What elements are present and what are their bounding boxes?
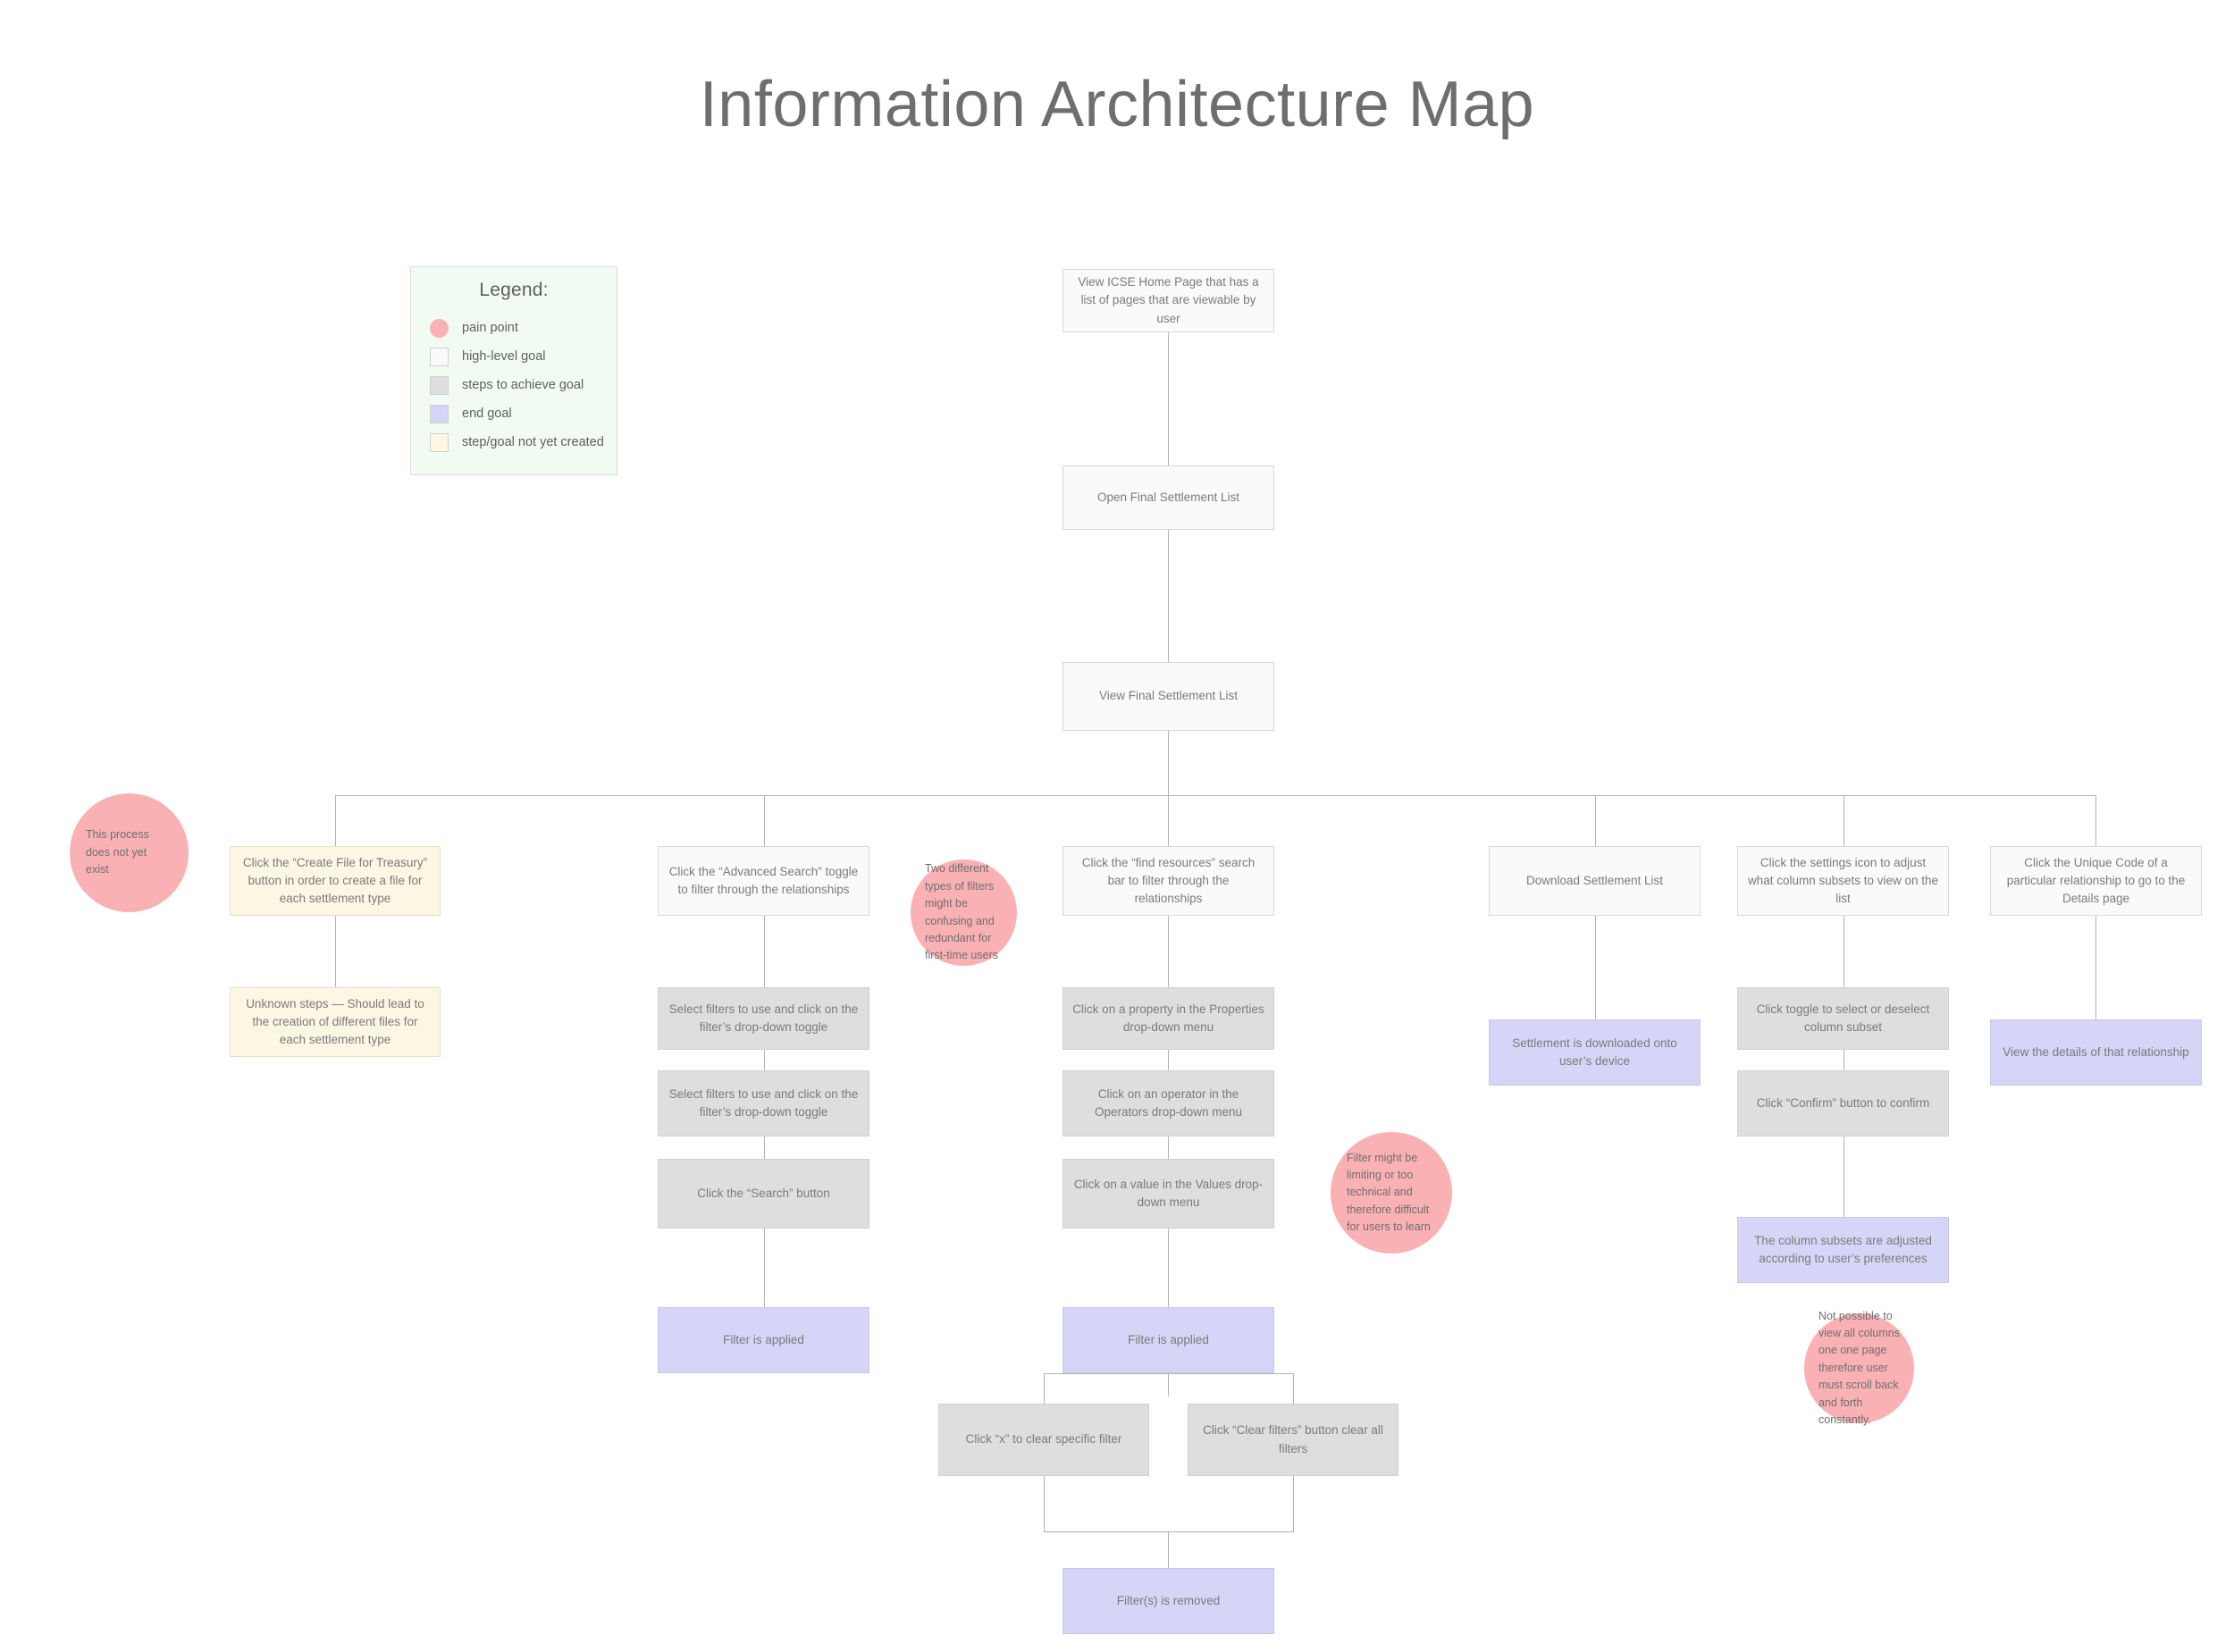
connector-adv-to-select1 bbox=[764, 916, 765, 987]
legend-item-high-level-goal: high-level goal bbox=[411, 342, 617, 371]
branch-drop-download bbox=[1595, 795, 1596, 846]
connector-confirm-to-adjusted bbox=[1843, 1136, 1844, 1217]
legend-item-steps: steps to achieve goal bbox=[411, 371, 617, 399]
node-toggle-column-subset[interactable]: Click toggle to select or deselect colum… bbox=[1737, 987, 1949, 1050]
pain-point-cannot-view-all-columns: Not possible to view all columns one one… bbox=[1804, 1310, 1914, 1426]
pain-point-filter-too-technical: Filter might be limiting or too technica… bbox=[1331, 1132, 1452, 1254]
pain-point-two-filter-types: Two different types of filters might be … bbox=[911, 860, 1017, 966]
legend-item-label: step/goal not yet created bbox=[462, 435, 604, 449]
node-select-filters-1[interactable]: Select filters to use and click on the f… bbox=[658, 987, 869, 1050]
branch-drop-create-file bbox=[335, 795, 336, 846]
branch-drop-find bbox=[1168, 795, 1169, 846]
node-clear-specific-filter[interactable]: Click “x” to clear specific filter bbox=[938, 1404, 1149, 1476]
connector-clear-merge bbox=[1044, 1531, 1294, 1532]
node-open-final-settlement-list[interactable]: Open Final Settlement List bbox=[1062, 465, 1274, 530]
node-create-file-for-treasury[interactable]: Click the “Create File for Treasury” but… bbox=[230, 846, 441, 916]
node-advanced-search-toggle[interactable]: Click the “Advanced Search” toggle to fi… bbox=[658, 846, 869, 916]
pain-point-text: Not possible to view all columns one one… bbox=[1818, 1309, 1901, 1426]
connector-create-to-unknown bbox=[335, 916, 336, 987]
legend-item-not-yet-created: step/goal not yet created bbox=[411, 428, 617, 457]
connector-clear-all-down bbox=[1293, 1476, 1294, 1531]
node-settlement-downloaded[interactable]: Settlement is downloaded onto user’s dev… bbox=[1489, 1019, 1701, 1086]
end-goal-swatch-icon bbox=[430, 404, 449, 423]
pain-point-text: This process does not yet exist bbox=[86, 828, 149, 876]
legend-heading: Legend: bbox=[479, 280, 549, 300]
legend-item-end-goal: end goal bbox=[411, 399, 617, 428]
connector-split-to-clear-all bbox=[1293, 1373, 1294, 1404]
node-find-resources-search-bar[interactable]: Click the “find resources” search bar to… bbox=[1062, 846, 1274, 916]
connector-open-to-view bbox=[1168, 530, 1169, 666]
node-filters-removed[interactable]: Filter(s) is removed bbox=[1062, 1568, 1274, 1634]
connector-view-to-bar bbox=[1168, 731, 1169, 795]
legend-item-label: end goal bbox=[462, 407, 512, 421]
node-find-filter-applied[interactable]: Filter is applied bbox=[1062, 1307, 1274, 1373]
connector-home-to-open bbox=[1168, 332, 1169, 465]
branch-drop-advanced bbox=[764, 795, 765, 846]
branch-drop-unique-code bbox=[2095, 795, 2096, 846]
connector-download-to-device bbox=[1595, 916, 1596, 1019]
connector-settings-to-toggle bbox=[1843, 916, 1844, 987]
node-confirm-button[interactable]: Click “Confirm” button to confirm bbox=[1737, 1070, 1949, 1136]
connector-select2-to-search bbox=[764, 1136, 765, 1159]
connector-value-to-applied bbox=[1168, 1229, 1169, 1307]
branch-drop-settings bbox=[1843, 795, 1844, 846]
pain-point-swatch-icon bbox=[430, 318, 449, 338]
pain-point-process-does-not-exist: This process does not yet exist bbox=[70, 793, 189, 912]
high-level-goal-swatch-icon bbox=[430, 347, 449, 366]
connector-clear-split bbox=[1044, 1373, 1293, 1374]
connector-property-to-operator bbox=[1168, 1050, 1169, 1070]
pain-point-text: Two different types of filters might be … bbox=[925, 862, 998, 962]
node-view-final-settlement-list[interactable]: View Final Settlement List bbox=[1062, 662, 1274, 731]
connector-select1-to-select2 bbox=[764, 1050, 765, 1070]
node-select-filters-2[interactable]: Select filters to use and click on the f… bbox=[658, 1070, 869, 1136]
legend-item-label: steps to achieve goal bbox=[462, 378, 584, 392]
connector-toggle-to-confirm bbox=[1843, 1050, 1844, 1070]
branch-distribution-bar bbox=[335, 795, 2096, 796]
node-clear-all-filters[interactable]: Click “Clear filters” button clear all f… bbox=[1188, 1404, 1398, 1476]
node-advanced-filter-applied[interactable]: Filter is applied bbox=[658, 1307, 869, 1373]
connector-search-to-applied bbox=[764, 1229, 765, 1307]
pain-point-text: Filter might be limiting or too technica… bbox=[1347, 1151, 1431, 1234]
connector-operator-to-value bbox=[1168, 1136, 1169, 1159]
legend-item-label: pain point bbox=[462, 321, 518, 335]
page-title: Information Architecture Map bbox=[699, 69, 1535, 140]
connector-applied-stem bbox=[1168, 1373, 1169, 1396]
connector-find-to-property bbox=[1168, 916, 1169, 987]
connector-clear-specific-down bbox=[1044, 1476, 1045, 1531]
steps-swatch-icon bbox=[430, 375, 449, 395]
node-view-relationship-details[interactable]: View the details of that relationship bbox=[1990, 1019, 2202, 1086]
node-unique-code-details[interactable]: Click the Unique Code of a particular re… bbox=[1990, 846, 2202, 916]
legend-item-label: high-level goal bbox=[462, 349, 546, 364]
not-yet-created-swatch-icon bbox=[430, 432, 449, 452]
node-column-subsets-adjusted[interactable]: The column subsets are adjusted accordin… bbox=[1737, 1217, 1949, 1283]
node-settings-icon-columns[interactable]: Click the settings icon to adjust what c… bbox=[1737, 846, 1949, 916]
node-values-dropdown[interactable]: Click on a value in the Values drop-down… bbox=[1062, 1159, 1274, 1229]
connector-unique-to-details bbox=[2095, 916, 2096, 1019]
legend: Legend: pain point high-level goal steps… bbox=[410, 266, 617, 475]
node-view-home-page[interactable]: View ICSE Home Page that has a list of p… bbox=[1062, 269, 1274, 332]
connector-split-to-clear-specific bbox=[1044, 1373, 1045, 1404]
node-click-search-button[interactable]: Click the “Search” button bbox=[658, 1159, 869, 1229]
node-unknown-steps[interactable]: Unknown steps — Should lead to the creat… bbox=[230, 987, 441, 1057]
node-properties-dropdown[interactable]: Click on a property in the Properties dr… bbox=[1062, 987, 1274, 1050]
connector-merge-to-removed bbox=[1168, 1531, 1169, 1568]
legend-item-pain-point: pain point bbox=[411, 314, 617, 342]
node-operators-dropdown[interactable]: Click on an operator in the Operators dr… bbox=[1062, 1070, 1274, 1136]
node-download-settlement-list[interactable]: Download Settlement List bbox=[1489, 846, 1701, 916]
